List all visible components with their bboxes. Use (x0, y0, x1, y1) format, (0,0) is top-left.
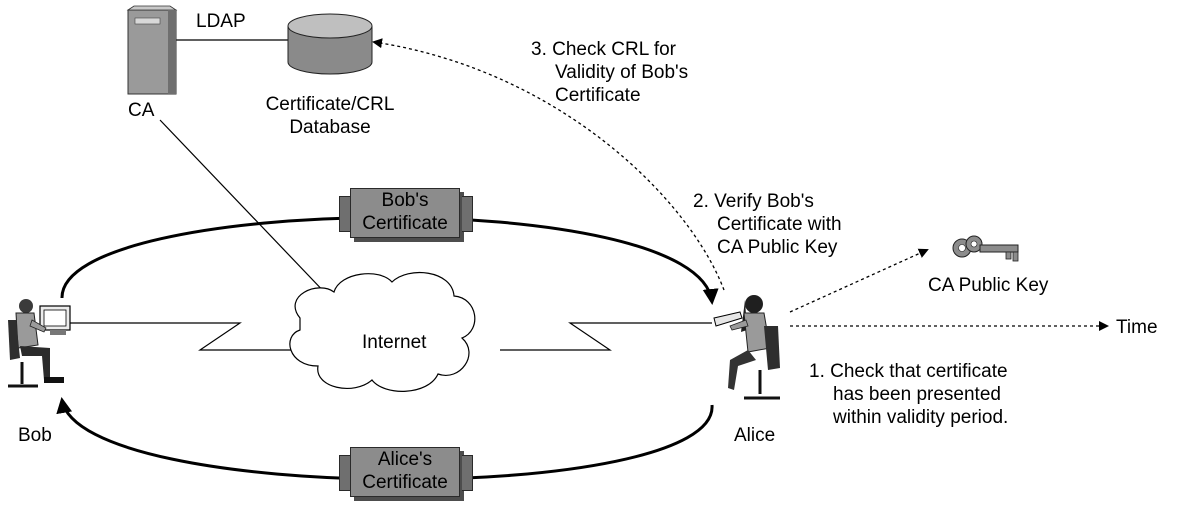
time-label: Time (1116, 317, 1158, 338)
alice-person-icon (713, 295, 780, 400)
step1-line2: has been presented (833, 384, 1001, 405)
step3-text: 3. Check CRL for Validity of Bob's Certi… (531, 38, 688, 107)
cloud-icon (289, 271, 476, 392)
internet-label: Internet (362, 332, 427, 353)
step3-line1: 3. Check CRL for (531, 39, 677, 60)
bob-network-link (70, 322, 300, 351)
bob-person-icon (8, 299, 71, 388)
alice-certificate-line1: Alice's (377, 449, 433, 470)
database-icon (287, 13, 373, 75)
bob-certificate-line1: Bob's (381, 190, 429, 211)
step2-text: 2. Verify Bob's Certificate with CA Publ… (693, 190, 842, 259)
step1-text: 1. Check that certificate has been prese… (809, 360, 1008, 429)
step3-line3: Certificate (555, 85, 641, 106)
step3-line2: Validity of Bob's (555, 62, 689, 83)
ca-public-key-label: CA Public Key (928, 275, 1049, 296)
server-icon (126, 5, 178, 95)
step2-line3: CA Public Key (717, 237, 838, 258)
ca-label: CA (128, 100, 155, 121)
step1-line3: within validity period. (833, 407, 1009, 428)
ca-internet-link (159, 119, 331, 299)
alice-network-link (500, 322, 712, 351)
key-icon (952, 235, 1019, 262)
database-label: Certificate/CRL Database (230, 93, 430, 139)
step2-line2: Certificate with (717, 214, 842, 235)
bob-certificate-line2: Certificate (362, 213, 448, 234)
bob-label: Bob (18, 425, 52, 446)
step2-line1: 2. Verify Bob's (693, 191, 814, 212)
alice-certificate-line2: Certificate (362, 472, 448, 493)
step1-line1: 1. Check that certificate (809, 361, 1008, 382)
ldap-label: LDAP (196, 11, 246, 32)
bob-certificate-box: Bob's Certificate (339, 188, 473, 238)
alice-certificate-box: Alice's Certificate (339, 447, 473, 497)
database-label-line1: Certificate/CRL (265, 94, 395, 115)
database-label-line2: Database (289, 117, 371, 138)
verify-key-arrow (789, 248, 929, 313)
crl-check-arrow (372, 38, 725, 291)
alice-label: Alice (734, 425, 776, 446)
